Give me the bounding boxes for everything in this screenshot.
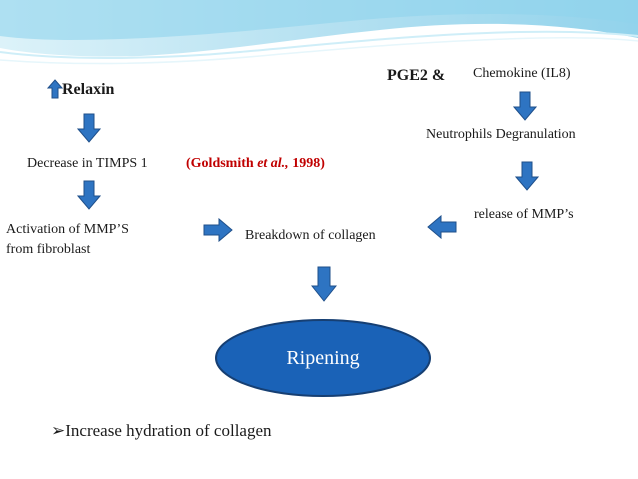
decrease-timps-label: Decrease in TIMPS 1 bbox=[27, 156, 148, 171]
neutrophils-label: Neutrophils Degranulation bbox=[426, 127, 576, 142]
activation-mmp-label-line1: Activation of MMP’S bbox=[6, 222, 129, 237]
left-arrow-icon bbox=[427, 215, 457, 239]
citation: (Goldsmith et al., 1998) bbox=[186, 155, 325, 172]
down-arrow-icon bbox=[513, 91, 537, 121]
ripening-text: Ripening bbox=[286, 346, 360, 369]
citation-etal: et al., bbox=[257, 156, 289, 171]
citation-author: Goldsmith bbox=[190, 156, 254, 171]
down-arrow-icon bbox=[311, 266, 337, 302]
down-arrow-icon bbox=[77, 180, 101, 210]
down-arrow-icon bbox=[515, 161, 539, 191]
down-arrow-icon bbox=[77, 113, 101, 143]
breakdown-collagen-label: Breakdown of collagen bbox=[245, 228, 376, 243]
pge2-label: PGE2 & bbox=[387, 67, 446, 84]
arrow-bullet-icon: ➢ bbox=[51, 421, 66, 440]
relaxin-label: Relaxin bbox=[62, 81, 115, 98]
up-arrow-icon bbox=[47, 79, 63, 99]
bullet-text: Increase hydration of collagen bbox=[65, 421, 272, 440]
right-arrow-icon bbox=[203, 218, 233, 242]
ripening-label: Ripening bbox=[214, 318, 432, 398]
chemokine-label: Chemokine (IL8) bbox=[473, 66, 571, 81]
bullet-item: ➢Increase hydration of collagen bbox=[51, 421, 272, 441]
release-mmp-label: release of MMP’s bbox=[474, 207, 574, 222]
activation-mmp-label-line2: from fibroblast bbox=[6, 242, 91, 257]
ripening-ellipse bbox=[215, 319, 431, 397]
citation-open: ( bbox=[186, 156, 191, 171]
header-wave-decoration bbox=[0, 0, 638, 65]
citation-year: 1998) bbox=[292, 156, 325, 171]
